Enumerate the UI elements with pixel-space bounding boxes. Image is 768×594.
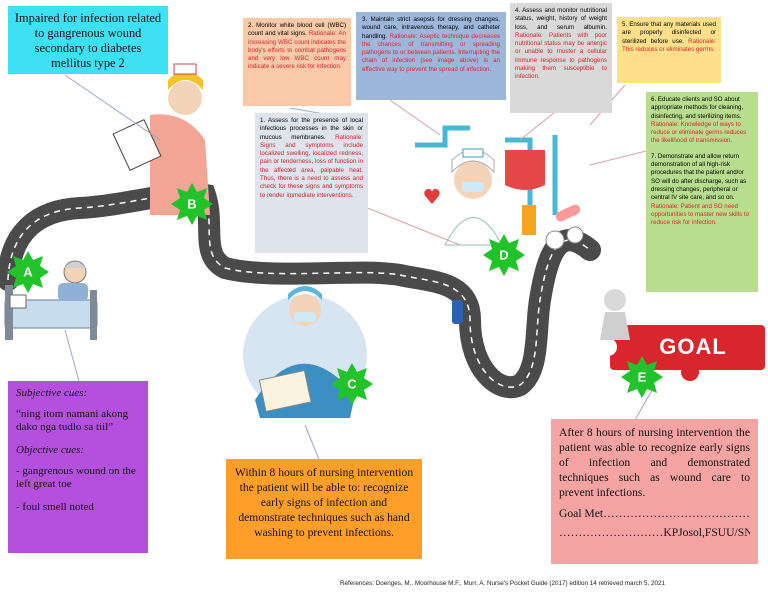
star-e: E <box>620 355 664 399</box>
intervention-5-rationale: Rationale: This reduces or eliminates ge… <box>622 37 716 53</box>
star-b-label: B <box>187 196 197 212</box>
evaluation-text: After 8 hours of nursing intervention th… <box>559 426 750 499</box>
car-icon <box>452 300 463 324</box>
subjective-cues-text: “ning itom namani akong dako nga tudlo s… <box>16 408 129 433</box>
blood-bag-icon <box>505 150 545 190</box>
star-a: A <box>6 250 50 294</box>
intervention-6-7-box: 6. Educate clients and SO about appropri… <box>646 92 758 292</box>
intervention-7: 7. Demonstrate and allow return demonstr… <box>651 153 753 228</box>
subjective-cues-title: Subjective cues: <box>16 387 88 399</box>
objective-cue-1: - gangrenous wound on the left great toe <box>16 465 136 490</box>
assessment-cues-box: Subjective cues: “ning itom namani akong… <box>8 381 148 553</box>
intervention-1-box: 1. Assess for the presence of local infe… <box>255 113 368 253</box>
intervention-2-text: 2. Monitor white blood cell (WBC) count … <box>248 22 346 38</box>
intervention-5-box: 5. Ensure that any materials used are pr… <box>617 17 721 83</box>
planning-goal-box: Within 8 hours of nursing intervention t… <box>226 459 422 559</box>
intervention-3-text: 3. Maintain strict asepsis for dressing … <box>362 16 500 40</box>
signature-line: ………………………KPJosol,FSUU/SN <box>559 526 750 539</box>
objective-cues-title: Objective cues: <box>16 444 85 456</box>
intervention-5-text: 5. Ensure that any materials used are pr… <box>622 21 716 45</box>
intervention-1-text: 1. Assess for the presence of local infe… <box>260 117 363 141</box>
star-e-label: E <box>637 369 647 385</box>
patient-in-bed-icon <box>4 260 98 340</box>
evaluation-box: After 8 hours of nursing intervention th… <box>551 419 758 564</box>
intervention-6: 6. Educate clients and SO about appropri… <box>651 96 753 146</box>
goal-met-line: Goal Met……………………………………… <box>559 507 750 520</box>
intervention-2-box: 2. Monitor white blood cell (WBC) count … <box>243 18 351 106</box>
intervention-6-text: 6. Educate clients and SO about appropri… <box>651 96 744 120</box>
intervention-4-text: 4. Assess and monitor nutritional status… <box>515 7 607 31</box>
star-b: B <box>170 182 214 226</box>
intervention-6-rationale: Rationale: Knowledge of ways to reduce o… <box>651 120 747 145</box>
intervention-2-rationale: Rationale: An increasing WBC count indic… <box>248 30 346 71</box>
star-d-label: D <box>499 247 509 263</box>
references-text: References: Doenges, M., Moorhouse M.F.,… <box>340 580 665 587</box>
star-a-label: A <box>23 264 33 280</box>
nursing-diagnosis-box: Impaired for infection related to gangre… <box>8 6 168 74</box>
star-c-label: C <box>347 376 357 392</box>
intervention-1-rationale: Rationale: Signs and symptoms include lo… <box>260 133 363 199</box>
goal-sign-label: GOAL <box>659 334 727 359</box>
intervention-4-box: 4. Assess and monitor nutritional status… <box>510 3 612 113</box>
intervention-7-text: 7. Demonstrate and allow return demonstr… <box>651 152 747 202</box>
doctor-with-equipment-icon <box>415 125 584 250</box>
intervention-3-rationale: Rationale: Aseptic technique decreases t… <box>362 32 500 73</box>
intervention-3-box: 3. Maintain strict asepsis for dressing … <box>356 12 506 100</box>
star-c: C <box>330 362 374 406</box>
heart-icon <box>424 188 440 204</box>
star-d: D <box>482 233 526 277</box>
intervention-4-rationale: Rationale: Patients with poor nutritiona… <box>515 31 607 81</box>
objective-cue-2: - foul smell noted <box>16 501 94 513</box>
intervention-7-rationale: Rationale: Patient and SO need opportuni… <box>651 202 750 227</box>
goal-puzzle-icon <box>599 289 765 381</box>
